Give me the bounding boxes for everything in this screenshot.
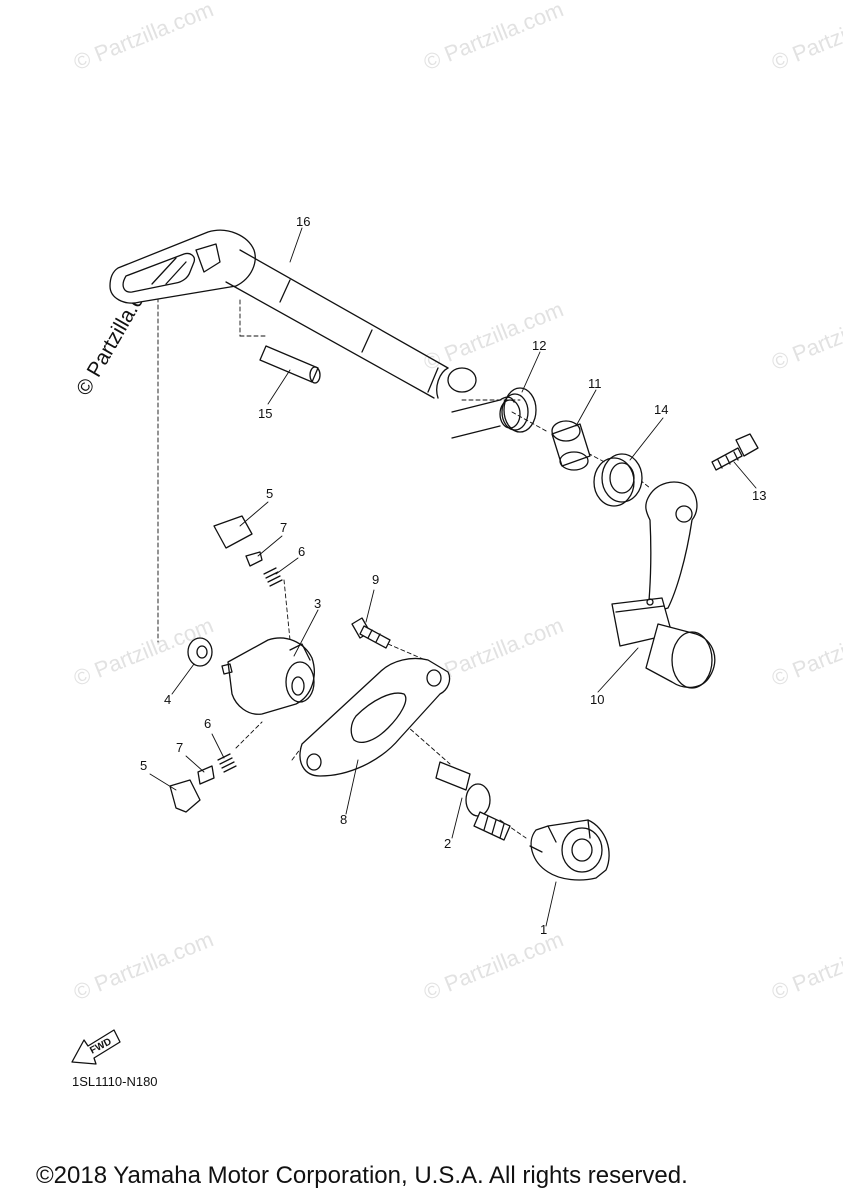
oil-seal-part-16 [593,453,643,507]
callout-4: 4 [164,692,172,707]
bolt-part-9 [351,617,391,649]
collar-part-11 [551,420,591,471]
diagram-code: 1SL1110-N180 [72,1074,158,1089]
forward-arrow-icon: FWD [71,1029,121,1065]
callout-5-bottom: 5 [140,758,148,773]
callout-1: 1 [540,922,548,937]
callout-6-top: 6 [298,544,306,559]
segment-part-1 [529,819,610,881]
plate-part-8 [299,657,451,777]
spring-part-6-bottom [217,753,237,773]
callout-12: 12 [532,338,547,353]
callout-7-top: 7 [280,520,288,535]
bolt-part-15 [711,433,759,471]
shift-cam-stopper-part-5-bottom [169,779,201,813]
shift-shaft-part-10 [109,229,477,399]
washer-part-4 [187,637,213,667]
copyright-notice: ©2018 Yamaha Motor Corporation, U.S.A. A… [36,1162,688,1189]
shift-pedal-part-14 [611,481,716,689]
callout-13: 15 [258,406,273,421]
callout-15: 13 [752,488,767,503]
torsion-spring-part-12 [451,387,537,439]
leader-lines [149,227,757,927]
callout-10: 16 [296,214,311,229]
callout-16: 14 [654,402,669,417]
callout-9: 9 [372,572,380,587]
shift-guide-part-3 [221,637,315,715]
callout-11: 11 [588,376,602,391]
callout-2: 2 [444,836,452,851]
callout-7-bottom: 7 [176,740,184,755]
dowel-pin-part-13 [259,345,321,384]
callout-8: 8 [340,812,348,827]
guide-lines [157,297,651,839]
spring-part-6 [263,567,283,587]
callout-5-top: 5 [266,486,274,501]
callout-6-bottom: 6 [204,716,212,731]
callout-14: 10 [590,692,605,707]
stepped-bolt-part-2 [435,761,511,841]
callout-3: 3 [314,596,322,611]
